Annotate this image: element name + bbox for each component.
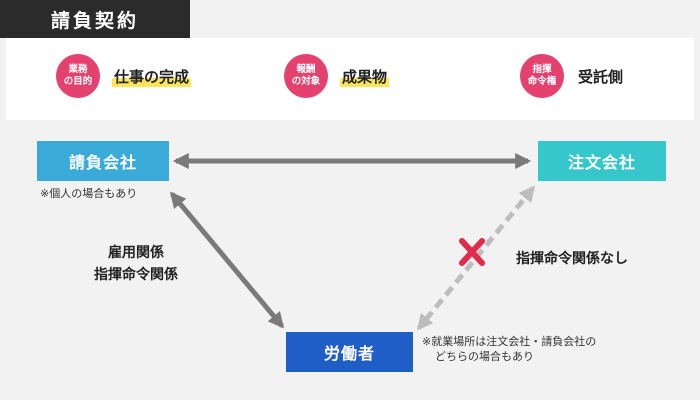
feature-label-reward: 成果物 xyxy=(340,65,390,87)
feature-badge-reward: 報酬の対象 xyxy=(284,54,328,98)
page-title: 請負契約 xyxy=(0,0,190,38)
note-contractor: ※個人の場合もあり xyxy=(40,187,138,200)
feature-command: 指揮命令権 受託側 xyxy=(520,54,625,98)
feature-label-purpose: 仕事の完成 xyxy=(112,65,192,87)
note-worker-line1: ※就業場所は注文会社・請負会社の xyxy=(422,335,597,348)
feature-purpose: 業務の目的 仕事の完成 xyxy=(56,54,192,98)
arrows-layer xyxy=(169,152,536,331)
features-panel: 業務の目的 仕事の完成 報酬の対象 成果物 指揮命令権 受託側 xyxy=(6,38,694,120)
relationship-diagram: 請負会社 ※個人の場合もあり 注文会社 労働者 ※就業場所は注文会社・請負会社の… xyxy=(6,120,694,400)
note-worker-line2: どちらの場合もあり xyxy=(435,350,534,363)
node-client: 注文会社 xyxy=(538,141,666,181)
relation-label-employment-line2: 指揮命令関係 xyxy=(94,267,178,283)
feature-label-command: 受託側 xyxy=(578,67,624,86)
note-worker: ※就業場所は注文会社・請負会社の どちらの場合もあり xyxy=(422,334,596,364)
relation-label-employment: 雇用関係 指揮命令関係 xyxy=(94,242,178,286)
feature-reward: 報酬の対象 成果物 xyxy=(284,54,390,98)
node-worker: 労働者 xyxy=(286,332,413,372)
arrow-contractor-worker xyxy=(169,191,285,329)
relation-label-employment-line1: 雇用関係 xyxy=(108,245,164,261)
node-contractor: 請負会社 xyxy=(37,141,169,181)
cross-icon xyxy=(459,238,485,266)
arrow-client-worker-dashed xyxy=(416,185,536,331)
feature-badge-command: 指揮命令権 xyxy=(520,54,564,98)
feature-badge-purpose: 業務の目的 xyxy=(56,54,100,98)
relation-label-no-command: 指揮命令関係なし xyxy=(516,251,628,267)
